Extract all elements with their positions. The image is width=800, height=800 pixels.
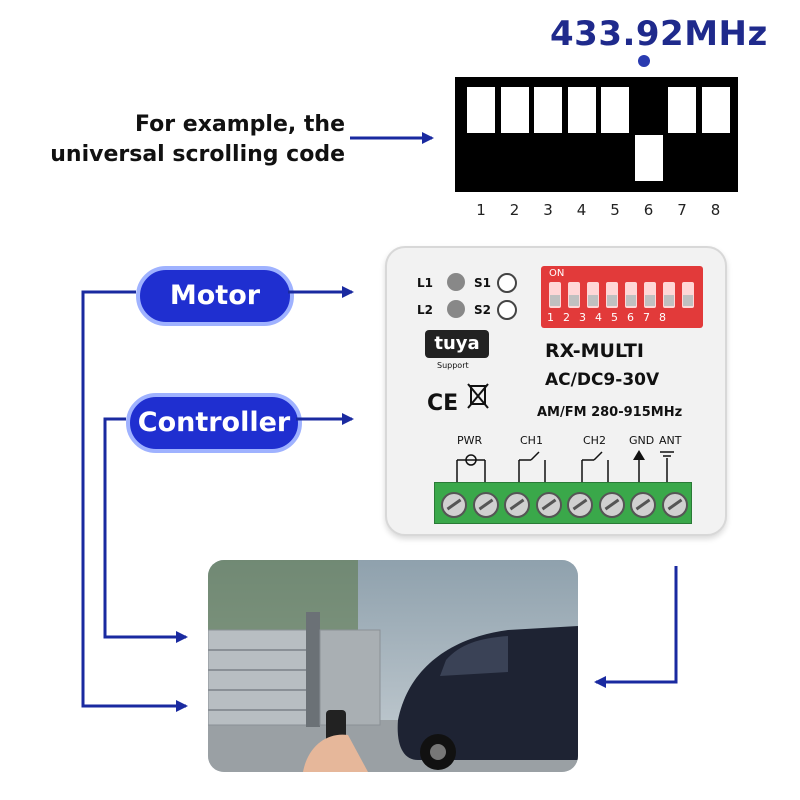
band-label: AM/FM 280-915MHz (537, 405, 683, 420)
dip-switch-7[interactable] (668, 87, 696, 181)
terminal-screw[interactable] (630, 492, 656, 518)
dip-on-label: ON (549, 268, 565, 279)
terminal-screw[interactable] (567, 492, 593, 518)
example-caption: For example, the universal scrolling cod… (40, 110, 345, 170)
receiver-dip-mini-switch[interactable] (682, 282, 694, 308)
example-line-2: universal scrolling code (50, 142, 345, 167)
dip-switch-5[interactable] (601, 87, 629, 181)
gate-scene-illustration (208, 560, 578, 772)
dip-switch-number: 2 (509, 201, 520, 219)
controller-label: Controller (126, 393, 302, 453)
dip-switch-knob (567, 133, 596, 181)
dip-switch-knob (467, 133, 495, 181)
receiver-dip-knob (626, 295, 636, 306)
receiver-dip-mini-switch[interactable] (568, 282, 580, 308)
terminal-block (434, 482, 692, 524)
tuya-support-label: Support (437, 361, 469, 370)
receiver-dip-knob (607, 295, 617, 306)
example-line-1: For example, the (135, 112, 345, 137)
receiver-module: ON 12345678 L1 S1 L2 S2 tuya Support CE … (385, 246, 727, 536)
receiver-dip-mini-switch[interactable] (625, 282, 637, 308)
l2-label: L2 (417, 303, 433, 317)
dip-number-labels: 12345678 (547, 311, 675, 324)
terminal-label-ch1: CH1 (520, 434, 543, 447)
frequency-label: 433.92MHz (550, 14, 768, 54)
dip-switch-6[interactable] (634, 87, 663, 181)
receiver-dip-mini-switch[interactable] (587, 282, 599, 308)
receiver-dip-knob (664, 295, 674, 306)
terminal-screw[interactable] (661, 492, 688, 518)
dip-switch-knob (601, 133, 629, 181)
receiver-dip-mini-switch[interactable] (644, 282, 656, 308)
dip-switch-number: 1 (476, 201, 486, 219)
terminal-label-pwr: PWR (457, 434, 483, 447)
dip-switch-4[interactable] (567, 87, 596, 181)
dip-switch-1[interactable] (467, 87, 495, 181)
l1-label: L1 (417, 276, 433, 290)
weee-bin-icon (467, 383, 489, 409)
s2-label: S2 (474, 303, 491, 317)
receiver-dip-knob (645, 295, 655, 306)
dip-switch-number: 4 (576, 201, 587, 219)
ce-mark: CE (427, 391, 459, 416)
dip-switch-number: 3 (543, 201, 553, 219)
wiring-symbols (456, 450, 674, 484)
terminal-screw[interactable] (441, 492, 467, 518)
terminal-screw[interactable] (598, 492, 625, 518)
s2-button[interactable] (497, 300, 517, 320)
dip-switch-knob (668, 133, 696, 181)
gnd-arrow-icon (633, 450, 645, 460)
receiver-dip-mini-switch[interactable] (549, 282, 561, 308)
dip-switch-number: 7 (677, 201, 687, 219)
terminal-screw[interactable] (504, 492, 530, 518)
receiver-dip-mini-switch[interactable] (663, 282, 675, 308)
s1-label: S1 (474, 276, 491, 290)
dip-switch-knob (500, 133, 529, 181)
l1-led-icon (447, 273, 465, 291)
terminal-label-gnd: GND (629, 434, 655, 447)
selected-switch-dot (638, 55, 650, 67)
dip-switch-number: 6 (643, 201, 654, 219)
gate-and-car-photo (208, 560, 578, 772)
dip-switch-knob (701, 133, 730, 181)
dip-switch-knob (534, 133, 562, 181)
terminal-label-ant: ANT (659, 434, 682, 447)
receiver-dip-knob (569, 295, 579, 306)
terminal-screw[interactable] (535, 492, 562, 518)
receiver-dip-knob (683, 295, 693, 306)
dip-switch-knob (634, 87, 663, 135)
dip-switch-number: 5 (610, 201, 620, 219)
dip-switch-number: 8 (710, 201, 721, 219)
terminal-label-ch2: CH2 (583, 434, 606, 447)
s1-button[interactable] (497, 273, 517, 293)
dip-switch-block (455, 77, 738, 192)
dip-switch-3[interactable] (534, 87, 562, 181)
model-label: RX-MULTI (545, 340, 644, 362)
receiver-dip-knob (588, 295, 598, 306)
dip-switch-2[interactable] (500, 87, 529, 181)
voltage-label: AC/DC9-30V (545, 370, 660, 390)
tuya-logo: tuya (425, 330, 489, 358)
motor-label: Motor (136, 266, 294, 326)
receiver-dip-knob (550, 295, 560, 306)
receiver-dip-mini-switch[interactable] (606, 282, 618, 308)
receiver-dip-switch: ON 12345678 (541, 266, 703, 328)
l2-led-icon (447, 300, 465, 318)
terminal-screw[interactable] (472, 492, 499, 518)
dip-switch-8[interactable] (701, 87, 730, 181)
